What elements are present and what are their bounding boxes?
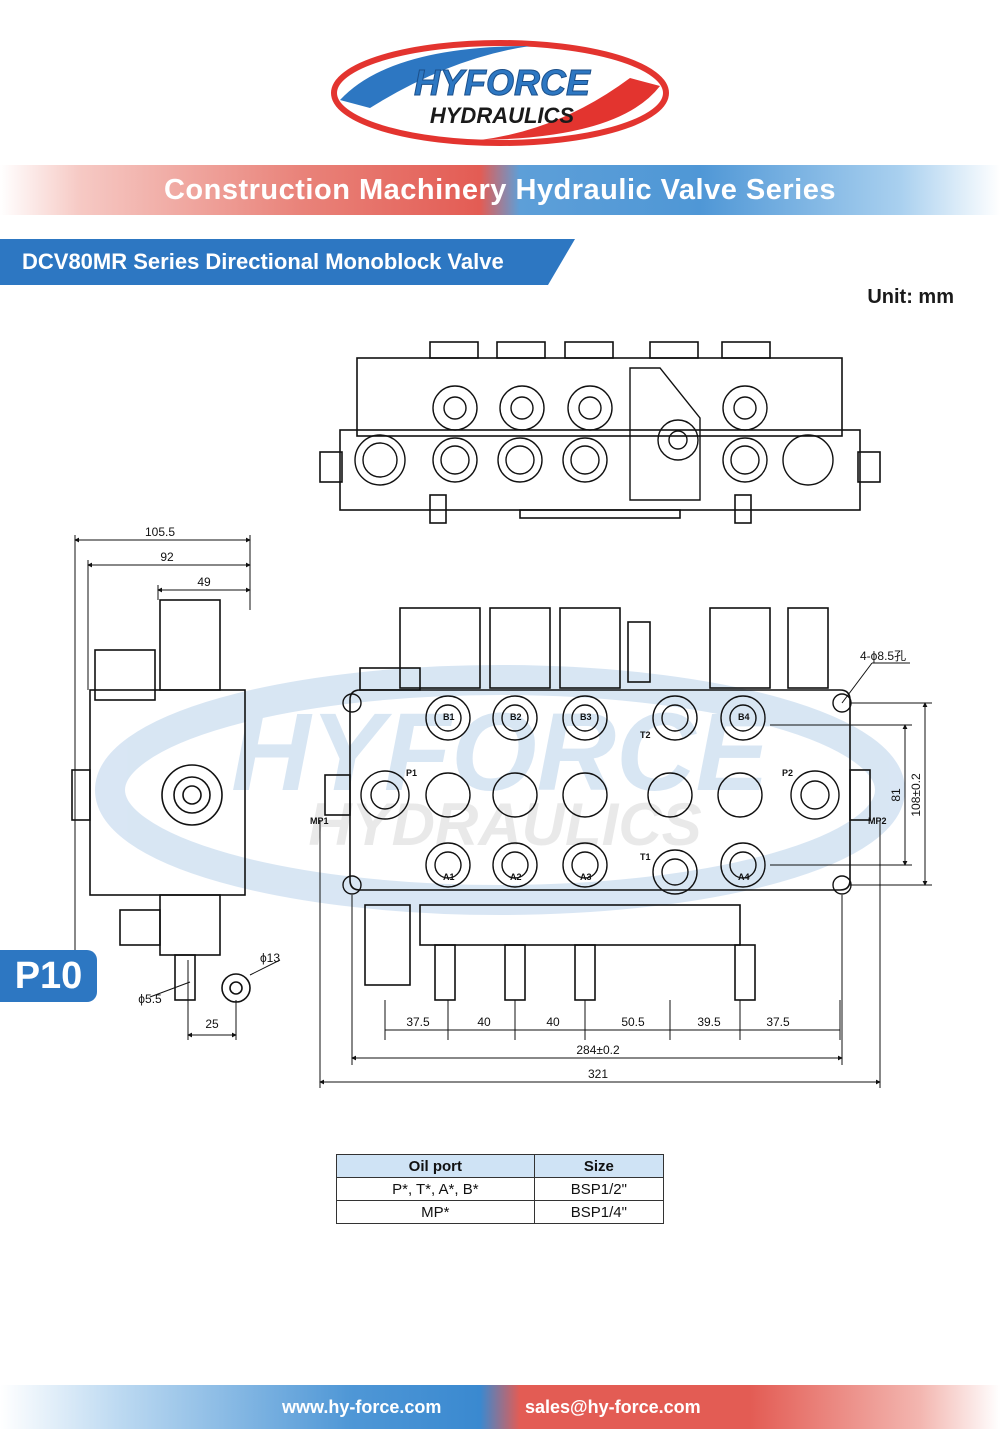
table-cell-size: BSP1/2"	[533, 1177, 665, 1201]
dim-105-5: 105.5	[145, 525, 175, 539]
port-label-p2: P2	[782, 768, 793, 778]
table-row: MP* BSP1/4"	[336, 1200, 665, 1224]
footer-website-link[interactable]: www.hy-force.com	[282, 1397, 442, 1417]
port-label-mp2: MP2	[868, 816, 887, 826]
dim-spacing-2: 40	[477, 1015, 491, 1029]
port-label-b3: B3	[580, 712, 592, 722]
table-row: P*, T*, A*, B* BSP1/2"	[336, 1177, 665, 1201]
port-label-t1: T1	[640, 852, 651, 862]
dim-spacing-5: 39.5	[697, 1015, 721, 1029]
port-label-a3: A3	[580, 872, 592, 882]
port-label-mp1: MP1	[310, 816, 329, 826]
product-title: DCV80MR Series Directional Monoblock Val…	[22, 249, 504, 274]
brand-name-line2: HYDRAULICS	[430, 103, 575, 128]
port-labels: P1 P2 T2 T1 MP1 MP2 B1 B2 B3 B4 A1 A2 A3…	[310, 712, 887, 882]
dim-spacing-4: 50.5	[621, 1015, 645, 1029]
port-label-a2: A2	[510, 872, 522, 882]
table-header-oil-port: Oil port	[336, 1154, 535, 1178]
dim-25: 25	[205, 1017, 219, 1031]
dim-phi13: ϕ13	[260, 951, 280, 965]
dim-mount-holes: 4-ϕ8.5孔	[860, 649, 906, 663]
brand-name-line1: HYFORCE	[414, 62, 591, 103]
port-label-b2: B2	[510, 712, 522, 722]
top-view	[319, 341, 881, 524]
dim-49: 49	[197, 575, 211, 589]
table-header-row: Oil port Size	[336, 1154, 665, 1178]
watermark-line1: HYFORCE	[231, 691, 772, 814]
dim-height-108: 108±0.2	[909, 773, 923, 817]
table-cell-port: MP*	[336, 1200, 535, 1224]
series-title: Construction Machinery Hydraulic Valve S…	[163, 174, 836, 206]
table-header-size: Size	[533, 1154, 665, 1178]
table-cell-port: P*, T*, A*, B*	[336, 1177, 535, 1201]
port-label-b4: B4	[738, 712, 750, 722]
series-banner	[0, 165, 1000, 215]
front-view-dims	[319, 662, 932, 1088]
dim-spacing-3: 40	[546, 1015, 560, 1029]
port-label-b1: B1	[443, 712, 455, 722]
unit-label: Unit: mm	[867, 286, 954, 308]
side-view	[71, 599, 251, 1003]
port-label-p1: P1	[406, 768, 417, 778]
port-label-a1: A1	[443, 872, 455, 882]
dim-height-81: 81	[889, 788, 903, 802]
dim-overall-284: 284±0.2	[576, 1043, 620, 1057]
model-label: P10	[14, 955, 83, 997]
dim-overall-321: 321	[588, 1067, 608, 1081]
watermark-logo: HYFORCE HYDRAULICS	[95, 665, 905, 915]
dim-spacing-6: 37.5	[766, 1015, 790, 1029]
technical-drawing: HYFORCE HYDRAULICS	[71, 341, 932, 1088]
model-badge	[0, 950, 97, 1002]
brand-logo: HYFORCE HYDRAULICS	[331, 40, 669, 146]
product-tab	[0, 239, 575, 285]
port-label-t2: T2	[640, 730, 651, 740]
footer-bar	[0, 1385, 1000, 1429]
watermark-line2: HYDRAULICS	[308, 791, 701, 858]
side-view-dims	[74, 535, 281, 1040]
port-size-table: Oil port Size P*, T*, A*, B* BSP1/2" MP*…	[336, 1154, 665, 1224]
port-label-a4: A4	[738, 872, 750, 882]
dim-92: 92	[160, 550, 174, 564]
footer-email-link[interactable]: sales@hy-force.com	[525, 1397, 701, 1417]
dim-phi5-5: ϕ5.5	[138, 992, 162, 1006]
table-cell-size: BSP1/4"	[533, 1200, 665, 1224]
dim-spacing-1: 37.5	[406, 1015, 430, 1029]
